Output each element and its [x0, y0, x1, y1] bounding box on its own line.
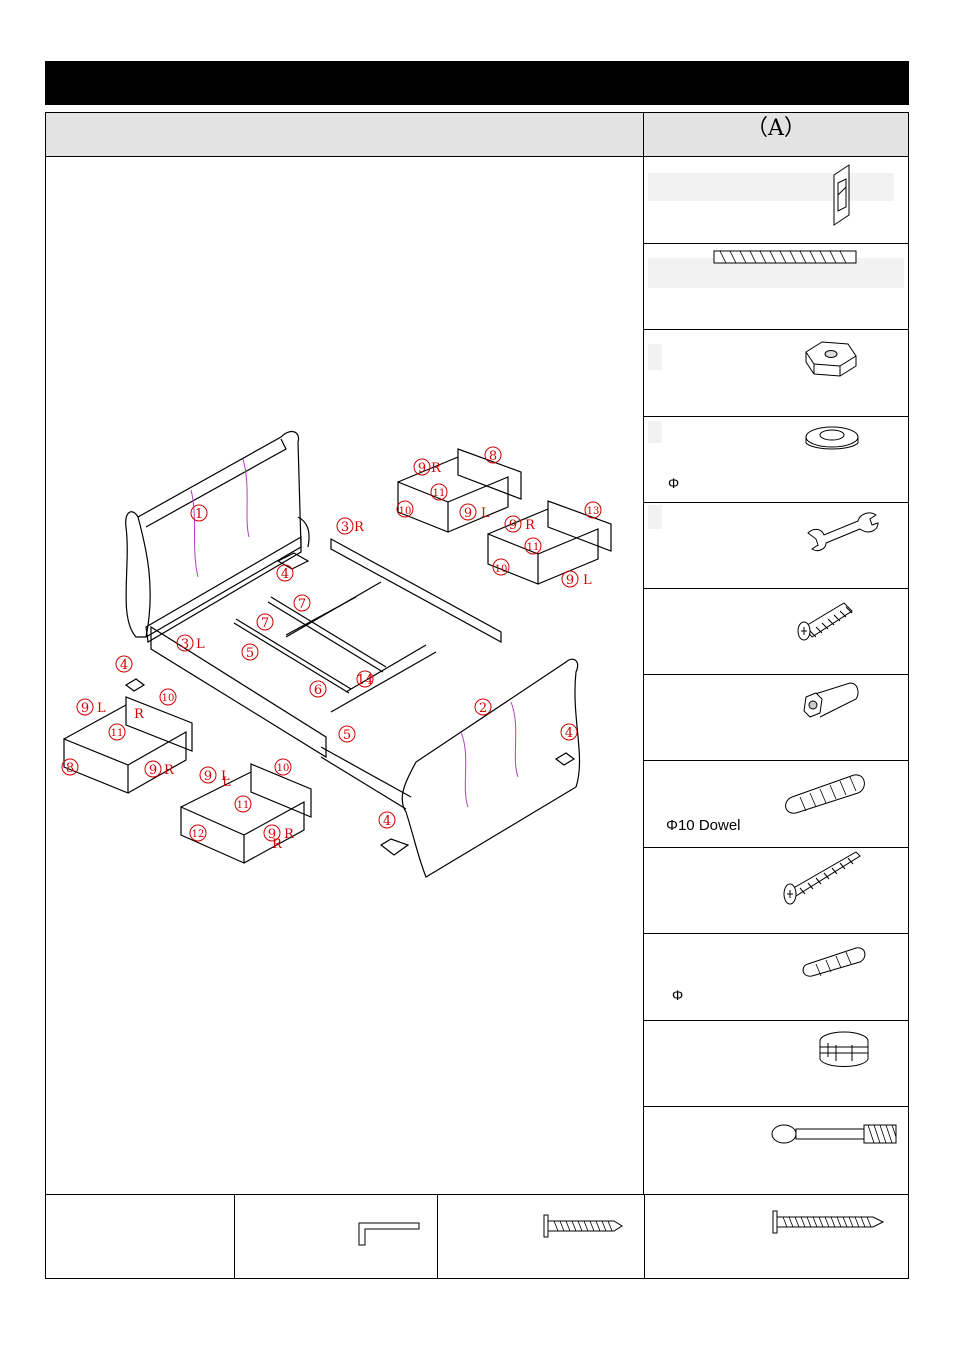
column-divider — [643, 157, 644, 1194]
side-mark: R — [272, 837, 283, 852]
allen-key-icon — [358, 1222, 420, 1246]
hex-nut-icon — [648, 341, 857, 377]
callout-9b: 9 — [464, 506, 472, 521]
callout-3r: 3 — [341, 520, 349, 535]
hardware-item — [644, 157, 908, 244]
side-mark: R — [525, 518, 536, 533]
hardware-item — [644, 1021, 908, 1107]
callout-4c: 4 — [565, 726, 573, 741]
callout-10a: 10 — [399, 506, 412, 517]
side-mark: L — [222, 775, 231, 790]
callout-8a: 8 — [489, 449, 497, 464]
hardware-item: Φ — [644, 934, 908, 1021]
callout-9e: 9 — [81, 701, 89, 716]
callout-9a: 9 — [418, 461, 426, 476]
wrench-icon — [648, 505, 879, 552]
side-mark: L — [97, 701, 106, 716]
callout-7a: 7 — [298, 597, 306, 612]
cam-bolt-icon — [771, 1124, 897, 1144]
table-header: （A） — [46, 113, 908, 157]
drawer-bottom-2 — [180, 771, 305, 864]
callout-10c: 10 — [162, 693, 175, 704]
hardware-item — [644, 244, 908, 330]
callout-5b: 5 — [343, 728, 351, 743]
dowel-icon — [785, 774, 865, 814]
side-mark: R — [354, 520, 365, 535]
callout-8b: 8 — [66, 761, 74, 776]
cam-lock-icon — [819, 1031, 869, 1067]
long-screw-icon — [783, 851, 861, 905]
callout-1: 1 — [195, 507, 203, 522]
side-mark: L — [196, 637, 205, 652]
callout-9f: 9 — [149, 763, 157, 778]
callout-7b: 7 — [261, 616, 269, 631]
side-mark: L — [583, 573, 592, 588]
callout-5a: 5 — [246, 646, 254, 661]
left-rail — [150, 625, 327, 759]
bottom-cell-wood-screw — [438, 1195, 645, 1279]
spring-washer-icon — [648, 421, 859, 450]
callout-2: 2 — [479, 701, 487, 716]
parts-table: （A） — [45, 112, 909, 1279]
small-dowel-icon — [802, 947, 866, 977]
bottom-cell-blank — [46, 1195, 235, 1279]
side-mark: R — [164, 763, 175, 778]
callout-11a: 11 — [433, 488, 446, 499]
side-mark: L — [221, 769, 230, 784]
footboard — [401, 658, 581, 878]
header-divider — [643, 113, 644, 156]
bottom-hardware-row — [46, 1194, 908, 1279]
hardware-item — [644, 503, 908, 589]
callout-12: 12 — [192, 829, 205, 840]
callout-9h: 9 — [268, 827, 276, 842]
drawer-bottom-1 — [63, 704, 187, 794]
side-mark: R — [134, 707, 145, 722]
headboard-panel — [137, 430, 302, 638]
hardware-item: Φ10 Dowel — [644, 761, 908, 848]
corner-bracket-icon — [648, 164, 894, 226]
callout-4d: 4 — [383, 814, 391, 829]
callout-11d: 11 — [237, 800, 250, 811]
callout-14: 14 — [357, 673, 374, 688]
hardware-item — [644, 848, 908, 934]
callout-11c: 11 — [111, 728, 124, 739]
barrel-nut-icon — [803, 682, 859, 718]
side-mark: L — [481, 506, 490, 521]
callout-9c: 9 — [509, 518, 517, 533]
hardware-item: Φ — [644, 417, 908, 503]
bottom-cell-allen-key — [235, 1195, 438, 1279]
callout-4a: 4 — [281, 567, 289, 582]
threaded-rod-icon — [648, 250, 904, 288]
bottom-cell-long-wood-screw — [645, 1195, 908, 1279]
dowel-label: Φ10 Dowel — [666, 817, 741, 834]
side-mark: R — [284, 827, 295, 842]
callout-10b: 10 — [495, 564, 508, 575]
title-bar — [45, 61, 909, 105]
hardware-item — [644, 1107, 908, 1194]
callout-9g: 9 — [204, 769, 212, 784]
hardware-item — [644, 589, 908, 675]
column-a-label: （A） — [746, 116, 806, 141]
right-rail — [330, 537, 502, 644]
bed-exploded-diagram: 1 2 3 3 4 4 4 4 5 5 6 7 7 14 8 8 9 9 9 9 — [61, 430, 612, 878]
headboard-leg — [125, 511, 151, 638]
callout-11b: 11 — [527, 542, 540, 553]
callout-13: 13 — [587, 506, 600, 517]
side-mark: R — [431, 461, 442, 476]
callout-4b: 4 — [120, 658, 128, 673]
headboard-top — [145, 438, 287, 528]
callout-6: 6 — [314, 683, 322, 698]
callout-9d: 9 — [566, 573, 574, 588]
bolt-icon — [797, 602, 853, 641]
hardware-item — [644, 330, 908, 417]
wood-screw-icon — [543, 1214, 623, 1238]
callout-3l: 3 — [181, 637, 189, 652]
long-wood-screw-icon — [772, 1210, 885, 1234]
callout-10d: 10 — [277, 763, 290, 774]
hardware-item — [644, 675, 908, 761]
